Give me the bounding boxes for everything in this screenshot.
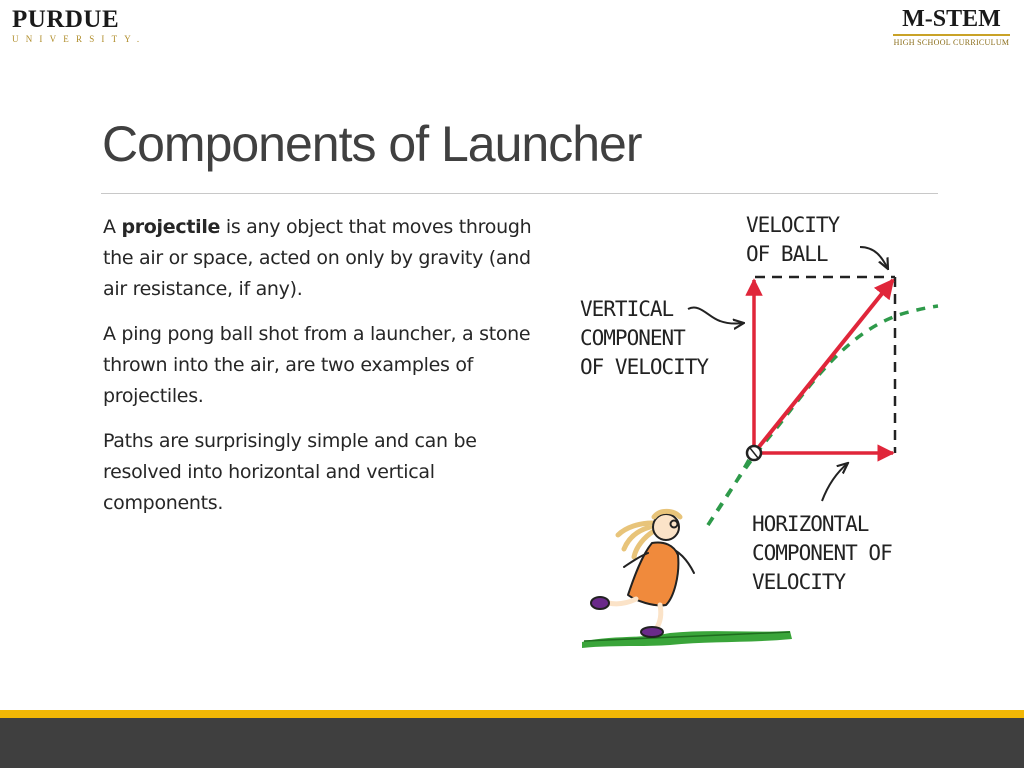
grass xyxy=(582,631,792,648)
label-velocity-of-ball: VELOCITY OF BALL xyxy=(746,213,840,266)
pointer-vertical xyxy=(687,306,744,324)
trajectory-path xyxy=(706,304,939,526)
projectile-diagram xyxy=(582,246,939,648)
purdue-logo: PURDUE UNIVERSITY. xyxy=(12,6,142,50)
running-girl xyxy=(590,508,695,638)
footer-accent-band xyxy=(0,710,1024,718)
pointer-horizontal xyxy=(821,463,848,502)
trajectory-path-lower xyxy=(706,457,752,526)
projectile-illustration: VELOCITY OF BALL VERTICAL COMPONENT OF V… xyxy=(570,205,950,655)
pointer-velocity xyxy=(859,246,888,269)
mstem-logo-rule xyxy=(893,34,1010,36)
paragraph-projectile-definition: A projectile is any object that moves th… xyxy=(103,212,543,305)
label-vertical-component: VERTICAL COMPONENT OF VELOCITY xyxy=(580,297,709,379)
purdue-logo-name: PURDUE xyxy=(12,6,120,33)
paragraph-paths: Paths are surprisingly simple and can be… xyxy=(103,430,477,514)
label-horizontal-component: HORIZONTAL COMPONENT OF VELOCITY xyxy=(752,512,893,594)
slide-body: A projectile is any object that moves th… xyxy=(103,212,543,533)
slide-title: Components of Launcher xyxy=(102,116,642,172)
title-divider xyxy=(101,193,938,194)
p1-rest: is any object that moves through the air… xyxy=(103,216,532,300)
mstem-logo-name: M-STEM xyxy=(902,6,1001,32)
p1-prefix: A xyxy=(103,216,122,238)
footer-bar xyxy=(0,718,1024,768)
mstem-logo: M-STEM HIGH SCHOOL CURRICULUM xyxy=(889,6,1014,48)
velocity-arrow xyxy=(752,278,895,455)
p1-bold-term: projectile xyxy=(121,216,221,238)
purdue-logo-sub: UNIVERSITY. xyxy=(12,34,147,44)
paragraph-examples: A ping pong ball shot from a launcher, a… xyxy=(103,323,531,407)
mstem-logo-sub: HIGH SCHOOL CURRICULUM xyxy=(893,38,1010,47)
